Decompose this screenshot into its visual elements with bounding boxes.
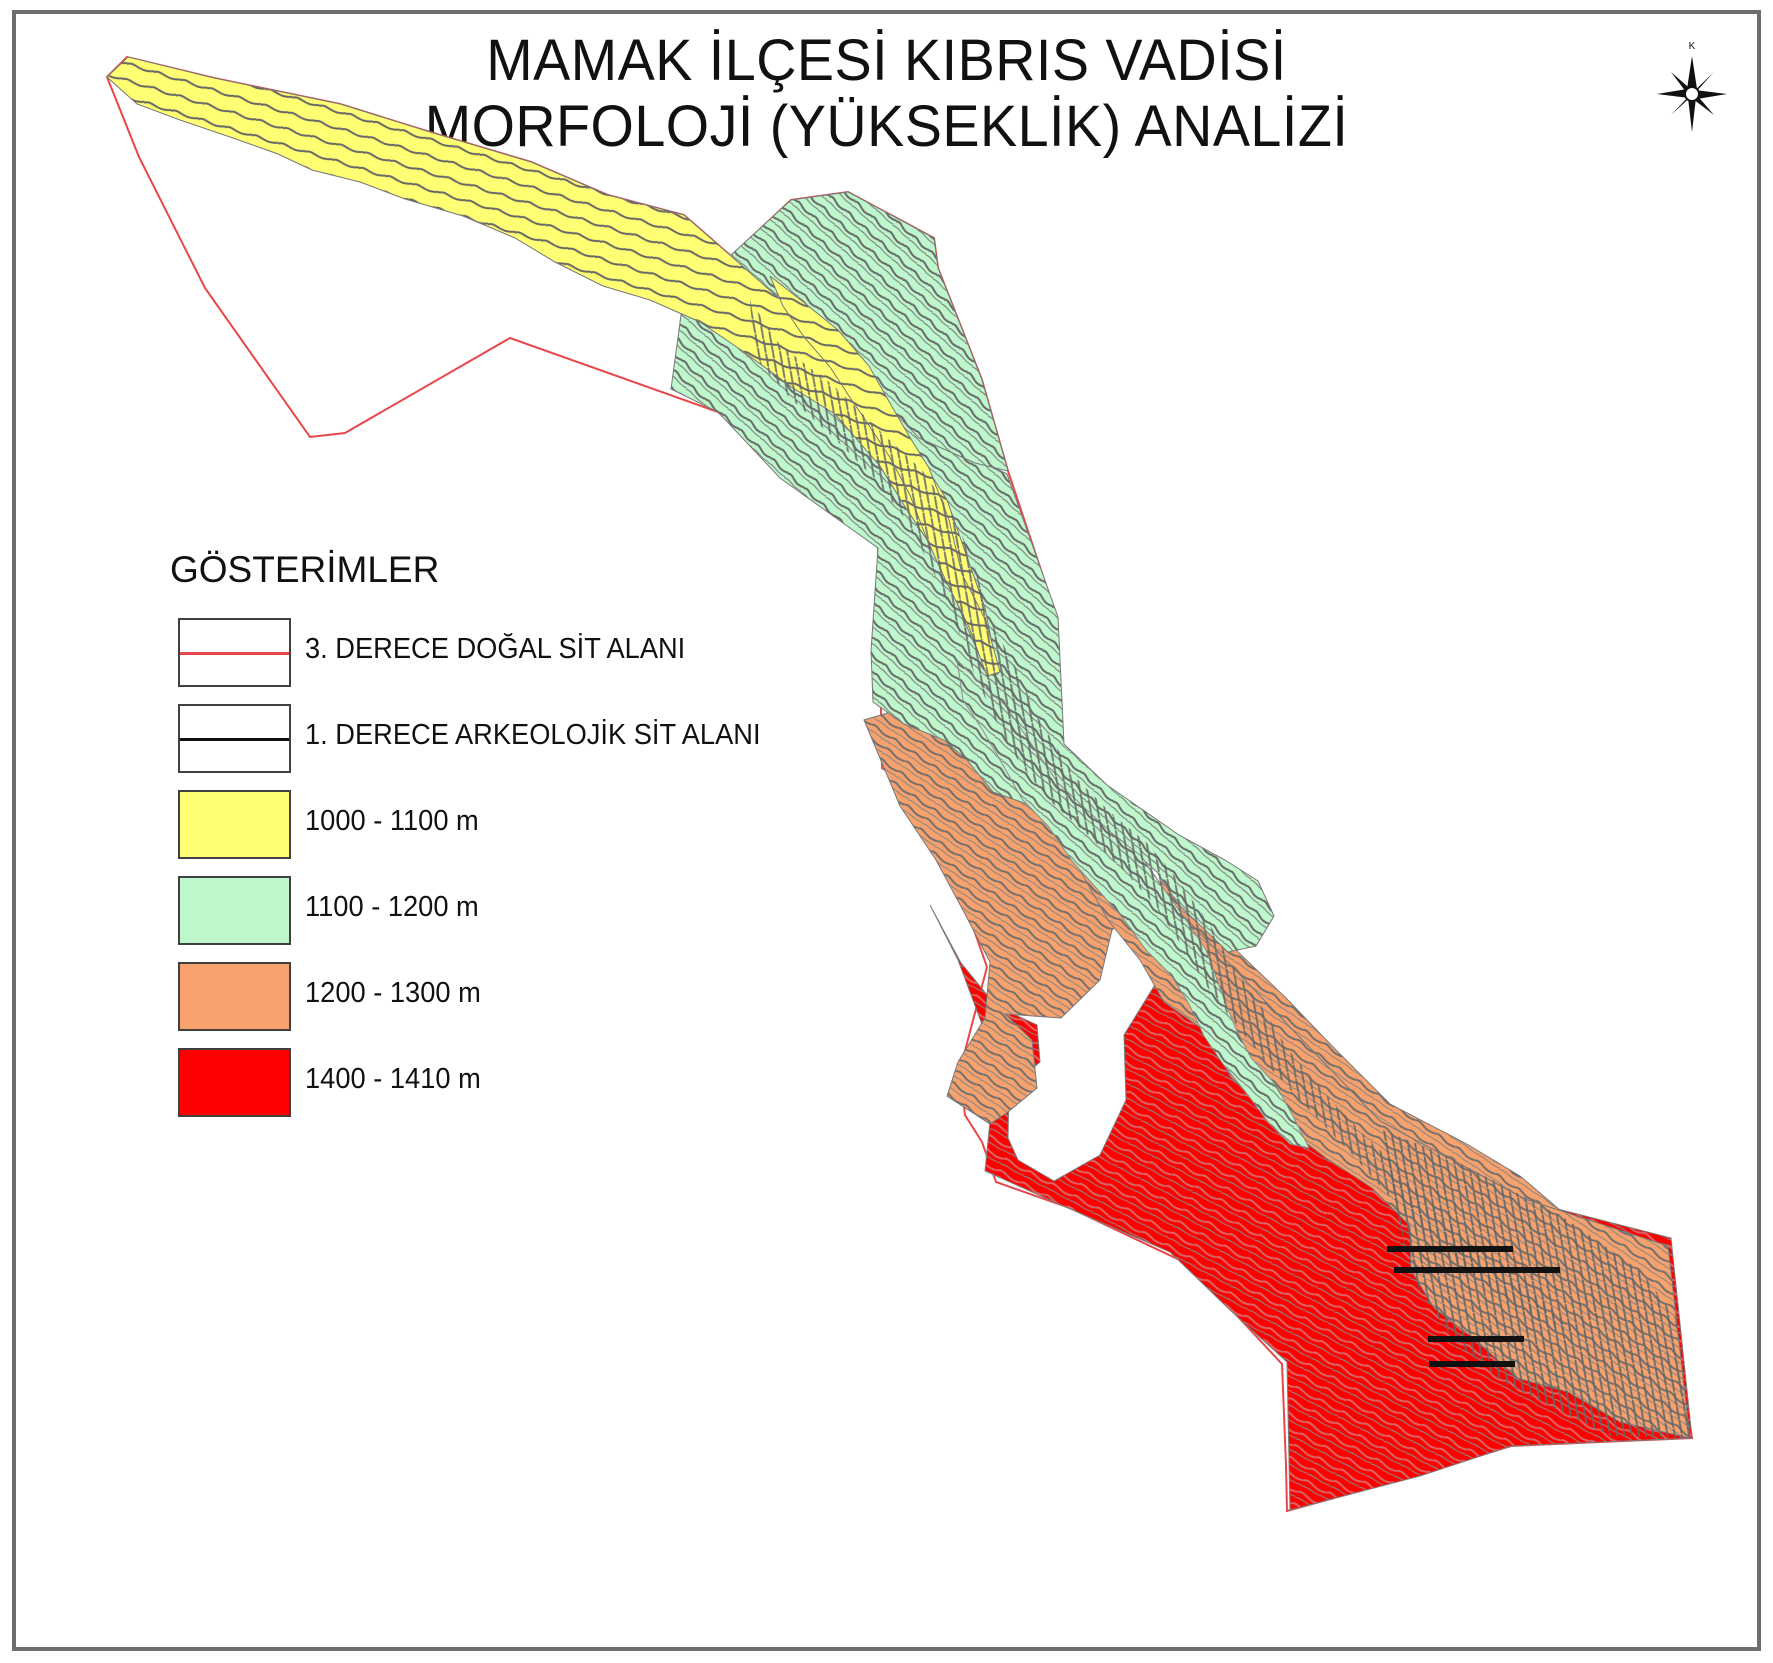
- map-title-line-2: MORFOLOJİ (YÜKSEKLİK) ANALİZİ: [424, 94, 1349, 159]
- legend-swatch-1400-1410: [178, 1048, 291, 1117]
- north-center-icon: [1684, 86, 1700, 102]
- legend-line-red: [180, 652, 289, 655]
- legend: GÖSTERİMLER 3. DERECE DOĞAL SİT ALANI 1.…: [168, 548, 868, 1128]
- legend-item-archaeological-site: 1. DERECE ARKEOLOJİK SİT ALANI: [178, 704, 858, 776]
- map-title-line-1: MAMAK İLÇESİ KIBRIS VADİSİ: [486, 28, 1287, 93]
- legend-item-1400-1410: 1400 - 1410 m: [178, 1048, 858, 1120]
- legend-title: GÖSTERİMLER: [170, 549, 440, 590]
- legend-label-1200-1300: 1200 - 1300 m: [305, 977, 481, 1009]
- dense-contours-valley: [750, 300, 1580, 1338]
- legend-line-black: [180, 738, 289, 741]
- legend-swatch-1000-1100: [178, 790, 291, 859]
- legend-item-1200-1300: 1200 - 1300 m: [178, 962, 858, 1034]
- legend-item-natural-site: 3. DERECE DOĞAL SİT ALANI: [178, 618, 858, 690]
- legend-swatch-1100-1200: [178, 876, 291, 945]
- archaeological-site-line: [1387, 1246, 1560, 1367]
- north-arrow: K: [1657, 41, 1727, 132]
- dense-contours-southeast: [1378, 1128, 1690, 1438]
- legend-swatch-archaeological-site: [178, 704, 291, 773]
- legend-label-1000-1100: 1000 - 1100 m: [305, 805, 479, 837]
- legend-label-natural-site: 3. DERECE DOĞAL SİT ALANI: [305, 633, 686, 665]
- legend-label-1400-1410: 1400 - 1410 m: [305, 1063, 481, 1095]
- legend-label-1100-1200: 1100 - 1200 m: [305, 891, 479, 923]
- north-label: K: [1689, 41, 1696, 52]
- legend-swatch-1200-1300: [178, 962, 291, 1031]
- legend-label-archaeological-site: 1. DERECE ARKEOLOJİK SİT ALANI: [305, 719, 761, 751]
- legend-swatch-natural-site: [178, 618, 291, 687]
- map-title: MAMAK İLÇESİ KIBRIS VADİSİ MORFOLOJİ (YÜ…: [35, 28, 1737, 160]
- legend-item-1100-1200: 1100 - 1200 m: [178, 876, 858, 948]
- legend-item-1000-1100: 1000 - 1100 m: [178, 790, 858, 862]
